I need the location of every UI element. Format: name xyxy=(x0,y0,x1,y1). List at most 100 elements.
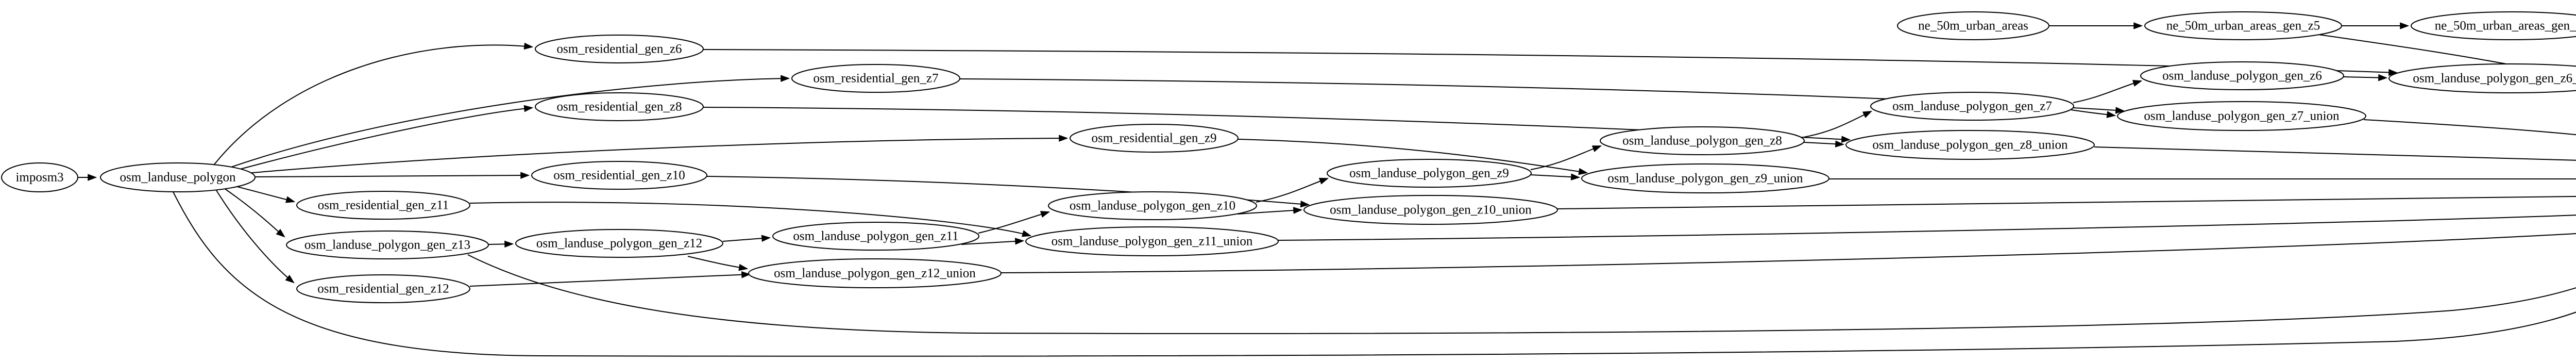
edge-osm_landuse_polygon_gen_z13-to-layer_landuse.z13 xyxy=(467,254,2576,334)
node-label-osm_landuse_polygon_gen_z11_union: osm_landuse_polygon_gen_z11_union xyxy=(1052,235,1253,249)
node-osm_landuse_polygon_gen_z12_union: osm_landuse_polygon_gen_z12_union xyxy=(748,258,1002,288)
edge-osm_landuse_polygon_gen_z11-to-osm_landuse_polygon_gen_z10 xyxy=(978,211,1050,234)
node-label-osm_residential_gen_z8: osm_residential_gen_z8 xyxy=(557,100,682,114)
edge-osm_landuse_polygon-to-osm_landuse_polygon_gen_z13 xyxy=(222,187,285,238)
node-label-osm_landuse_polygon_gen_z6: osm_landuse_polygon_gen_z6 xyxy=(2162,69,2322,83)
node-ellipse-osm_landuse_polygon_gen_z6_union xyxy=(2388,63,2576,93)
node-label-osm_residential_gen_z11: osm_residential_gen_z11 xyxy=(318,199,449,212)
edge-osm_landuse_polygon_gen_z8-to-osm_landuse_polygon_gen_z8_union xyxy=(1803,140,1845,147)
node-ellipse-ne_50m_urban_areas_gen_z5 xyxy=(2144,11,2342,40)
edge-osm_landuse_polygon_gen_z7_union-to-layer_landuse.z7 xyxy=(2363,119,2576,136)
node-ellipse-osm_residential_gen_z8 xyxy=(535,92,704,121)
node-label-osm_landuse_polygon_gen_z12_union: osm_landuse_polygon_gen_z12_union xyxy=(774,267,976,281)
node-osm_landuse_polygon_gen_z6: osm_landuse_polygon_gen_z6 xyxy=(2140,61,2344,90)
edge-osm_landuse_polygon-to-osm_residential_gen_z12 xyxy=(215,188,295,284)
edge-osm_residential_gen_z11-to-osm_landuse_polygon_gen_z11_union xyxy=(469,202,1032,237)
node-ellipse-osm_residential_gen_z6 xyxy=(535,35,704,63)
node-ellipse-ne_50m_urban_areas xyxy=(1897,11,2049,40)
edge-osm_landuse_polygon_gen_z8_union-to-layer_landuse.z8 xyxy=(2094,146,2576,161)
node-label-osm_landuse_polygon_gen_z13: osm_landuse_polygon_gen_z13 xyxy=(304,238,470,252)
node-label-osm_landuse_polygon_gen_z9: osm_landuse_polygon_gen_z9 xyxy=(1349,167,1509,180)
node-label-osm_landuse_polygon_gen_z10: osm_landuse_polygon_gen_z10 xyxy=(1070,199,1235,213)
node-ellipse-osm_residential_gen_z9 xyxy=(1070,124,1239,153)
node-osm_landuse_polygon_gen_z11: osm_landuse_polygon_gen_z11 xyxy=(772,222,979,251)
edge-osm_landuse_polygon-to-layer_landuse.z14+ xyxy=(172,190,2576,357)
node-label-ne_50m_urban_areas_gen_z5: ne_50m_urban_areas_gen_z5 xyxy=(2166,19,2320,33)
node-label-osm_landuse_polygon_gen_z6_union: osm_landuse_polygon_gen_z6_union xyxy=(2413,72,2576,86)
node-label-osm_landuse_polygon_gen_z8: osm_landuse_polygon_gen_z8 xyxy=(1622,134,1782,148)
node-osm_landuse_polygon_gen_z11_union: osm_landuse_polygon_gen_z11_union xyxy=(1025,226,1279,256)
node-label-osm_landuse_polygon_gen_z8_union: osm_landuse_polygon_gen_z8_union xyxy=(1872,138,2068,152)
node-label-osm_landuse_polygon_gen_z10_union: osm_landuse_polygon_gen_z10_union xyxy=(1330,203,1532,217)
node-osm_landuse_polygon_gen_z8: osm_landuse_polygon_gen_z8 xyxy=(1600,126,1805,155)
node-ellipse-osm_landuse_polygon_gen_z7 xyxy=(1870,92,2074,121)
node-label-ne_50m_urban_areas_gen_z4: ne_50m_urban_areas_gen_z4 xyxy=(2435,19,2576,33)
node-ellipse-osm_landuse_polygon_gen_z8_union xyxy=(1845,130,2095,160)
node-imposm3: imposm3 xyxy=(1,162,78,192)
node-ellipse-osm_landuse_polygon_gen_z13 xyxy=(286,231,489,259)
node-osm_landuse_polygon_gen_z12: osm_landuse_polygon_gen_z12 xyxy=(515,229,723,258)
node-ellipse-osm_landuse_polygon_gen_z6 xyxy=(2140,61,2344,90)
node-osm_residential_gen_z12: osm_residential_gen_z12 xyxy=(296,274,470,303)
edge-osm_landuse_polygon_gen_z10-to-osm_landuse_polygon_gen_z9 xyxy=(1256,177,1329,203)
node-ellipse-osm_landuse_polygon_gen_z12_union xyxy=(748,258,1002,288)
node-ne_50m_urban_areas_gen_z4: ne_50m_urban_areas_gen_z4 xyxy=(2411,11,2576,40)
node-label-imposm3: imposm3 xyxy=(15,171,63,185)
node-ellipse-osm_landuse_polygon_gen_z8 xyxy=(1600,126,1805,155)
node-osm_landuse_polygon: osm_landuse_polygon xyxy=(100,162,256,192)
node-label-osm_residential_gen_z10: osm_residential_gen_z10 xyxy=(553,169,685,183)
node-ellipse-osm_landuse_polygon xyxy=(100,162,256,192)
edge-osm_landuse_polygon_gen_z9-to-osm_landuse_polygon_gen_z9_union xyxy=(1530,173,1581,180)
node-ellipse-osm_landuse_polygon_gen_z9_union xyxy=(1581,163,1829,193)
edge-osm_landuse_polygon-to-osm_residential_gen_z6 xyxy=(213,42,534,166)
edge-osm_landuse_polygon_gen_z8-to-osm_landuse_polygon_gen_z7 xyxy=(1803,111,1873,138)
node-label-osm_landuse_polygon_gen_z9_union: osm_landuse_polygon_gen_z9_union xyxy=(1607,172,1803,186)
edge-osm_landuse_polygon_gen_z7-to-osm_landuse_polygon_gen_z7_union xyxy=(2071,109,2116,118)
node-osm_residential_gen_z10: osm_residential_gen_z10 xyxy=(531,161,707,190)
edge-osm_residential_gen_z12-to-osm_landuse_polygon_gen_z12_union xyxy=(469,271,751,287)
node-osm_residential_gen_z7: osm_residential_gen_z7 xyxy=(791,64,960,93)
node-ellipse-osm_landuse_polygon_gen_z12 xyxy=(515,229,723,258)
node-osm_landuse_polygon_gen_z9: osm_landuse_polygon_gen_z9 xyxy=(1327,159,1532,188)
node-osm_landuse_polygon_gen_z6_union: osm_landuse_polygon_gen_z6_union xyxy=(2388,63,2576,93)
node-ellipse-osm_residential_gen_z10 xyxy=(531,161,707,190)
node-ellipse-osm_residential_gen_z11 xyxy=(296,191,470,220)
edge-osm_residential_gen_z9-to-osm_landuse_polygon_gen_z9_union xyxy=(1238,139,1588,175)
node-label-osm_residential_gen_z7: osm_residential_gen_z7 xyxy=(814,72,939,86)
node-label-osm_residential_gen_z6: osm_residential_gen_z6 xyxy=(557,42,682,56)
node-osm_landuse_polygon_gen_z9_union: osm_landuse_polygon_gen_z9_union xyxy=(1581,163,1829,193)
node-ellipse-osm_residential_gen_z12 xyxy=(296,274,470,303)
edge-osm_landuse_polygon-to-osm_residential_gen_z7 xyxy=(226,75,790,169)
node-ellipse-osm_landuse_polygon_gen_z10_union xyxy=(1303,195,1558,225)
node-ellipse-osm_landuse_polygon_gen_z9 xyxy=(1327,159,1532,188)
node-label-osm_landuse_polygon_gen_z11: osm_landuse_polygon_gen_z11 xyxy=(793,229,958,243)
node-ne_50m_urban_areas: ne_50m_urban_areas xyxy=(1897,11,2049,40)
node-label-osm_landuse_polygon: osm_landuse_polygon xyxy=(120,171,236,185)
edge-osm_landuse_polygon_gen_z7-to-osm_landuse_polygon_gen_z6 xyxy=(2073,79,2143,103)
node-osm_landuse_polygon_gen_z10_union: osm_landuse_polygon_gen_z10_union xyxy=(1303,195,1558,225)
node-ellipse-osm_landuse_polygon_gen_z11 xyxy=(772,222,979,251)
node-label-osm_landuse_polygon_gen_z7: osm_landuse_polygon_gen_z7 xyxy=(1892,100,2052,113)
node-ellipse-ne_50m_urban_areas_gen_z4 xyxy=(2411,11,2576,40)
edge-osm_landuse_polygon_gen_z10-to-osm_landuse_polygon_gen_z10_union xyxy=(1237,207,1303,215)
edge-osm_landuse_polygon_gen_z12-to-osm_landuse_polygon_gen_z11 xyxy=(722,235,771,242)
node-osm_landuse_polygon_gen_z8_union: osm_landuse_polygon_gen_z8_union xyxy=(1845,130,2095,160)
edge-osm_landuse_polygon_gen_z6-to-osm_landuse_polygon_gen_z6_union xyxy=(2343,74,2388,81)
edge-osm_landuse_polygon-to-osm_residential_gen_z8 xyxy=(234,105,534,171)
node-label-osm_landuse_polygon_gen_z7_union: osm_landuse_polygon_gen_z7_union xyxy=(2144,109,2340,123)
nodes-layer: imposm3 osm_landuse_polygon osm_residentia… xyxy=(1,11,2576,303)
node-ellipse-imposm3 xyxy=(1,162,78,192)
node-osm_residential_gen_z11: osm_residential_gen_z11 xyxy=(296,191,470,220)
edge-osm_landuse_polygon_gen_z11_union-to-layer_landuse.z11 xyxy=(1278,215,2576,241)
node-osm_landuse_polygon_gen_z13: osm_landuse_polygon_gen_z13 xyxy=(286,231,489,259)
edge-osm_landuse_polygon-to-osm_residential_gen_z10 xyxy=(255,172,530,179)
edge-osm_residential_gen_z10-to-osm_landuse_polygon_gen_z10_union xyxy=(706,176,1310,208)
edge-osm_landuse_polygon_gen_z11-to-osm_landuse_polygon_gen_z11_union xyxy=(961,238,1025,245)
node-osm_residential_gen_z8: osm_residential_gen_z8 xyxy=(535,92,704,121)
node-osm_landuse_polygon_gen_z7_union: osm_landuse_polygon_gen_z7_union xyxy=(2117,101,2366,131)
node-osm_residential_gen_z9: osm_residential_gen_z9 xyxy=(1070,124,1239,153)
edge-osm_landuse_polygon_gen_z9-to-osm_landuse_polygon_gen_z8 xyxy=(1530,145,1602,170)
node-osm_residential_gen_z6: osm_residential_gen_z6 xyxy=(535,35,704,63)
